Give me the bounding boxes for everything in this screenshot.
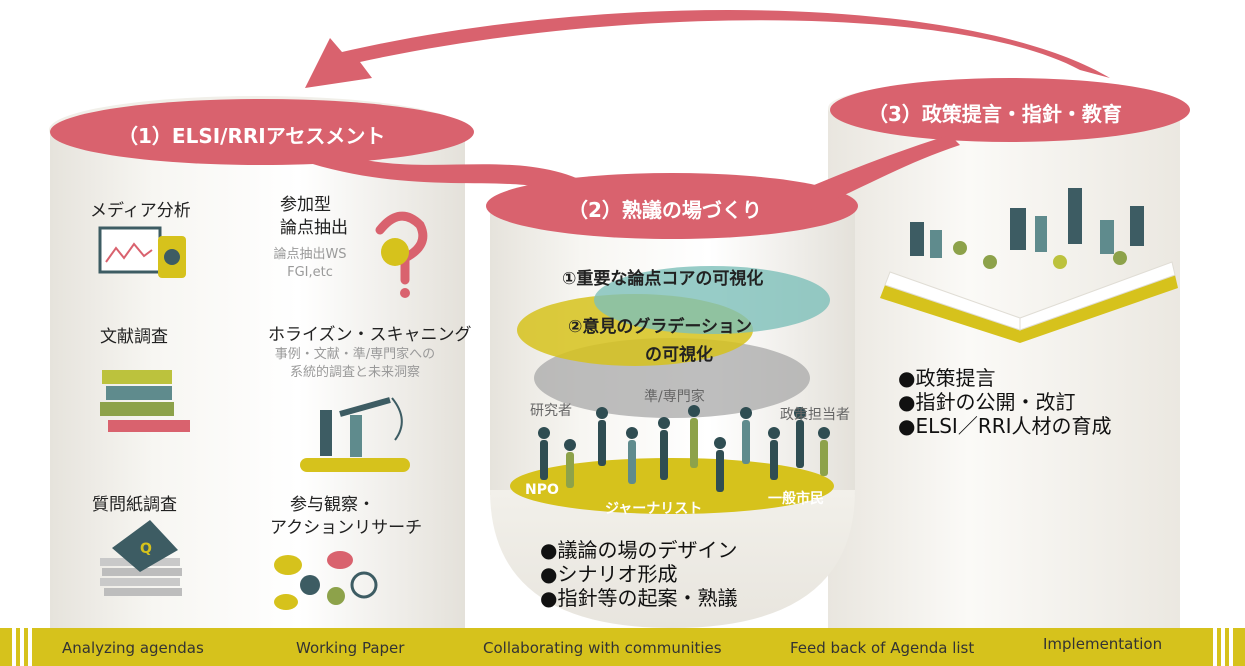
people-talk-icon	[274, 551, 378, 610]
footer-item-analyzing: Analyzing agendas	[62, 639, 204, 657]
telescope-icon	[300, 397, 410, 472]
participatory-label-1: 参加型	[280, 195, 331, 215]
footer-item-collaborating: Collaborating with communities	[483, 639, 722, 657]
role-journalist: ジャーナリスト	[605, 501, 703, 517]
role-citizen: 一般市民	[768, 491, 824, 507]
connector-band	[300, 150, 600, 195]
media-analysis-label: メディア分析	[90, 201, 191, 221]
role-semi-expert: 準/専門家	[644, 389, 705, 405]
footer-stripe	[12, 628, 16, 666]
section2-title: （2）熟議の場づくり	[568, 198, 762, 222]
section3-bullets: ●政策提言 ●指針の公開・改訂 ●ELSI／RRI人材の育成	[898, 366, 1112, 438]
connector-band-2	[790, 135, 960, 210]
bubble-teal	[594, 266, 830, 334]
footer-stripe	[28, 628, 32, 666]
footer-item-working-paper: Working Paper	[296, 639, 405, 657]
questionnaire-label: 質問紙調査	[92, 495, 177, 515]
books-icon	[100, 370, 190, 432]
footer-item-implementation: Implementation	[1043, 635, 1163, 653]
stage-disc	[510, 458, 834, 514]
section2-bullets: ●議論の場のデザイン ●シナリオ形成 ●指針等の起案・熟議	[540, 538, 738, 610]
ellipse-3	[830, 78, 1190, 142]
role-researcher: 研究者	[530, 403, 572, 419]
svg-text:Q: Q	[140, 541, 152, 557]
tablet-chart-icon	[98, 226, 186, 278]
role-policy: 政策担当者	[780, 407, 850, 423]
bubble2-text-2: の可視化	[645, 345, 713, 365]
footer-stripe	[1221, 628, 1225, 666]
ellipse-1	[50, 99, 474, 165]
horizon-scanning-label: ホライズン・スキャニング	[268, 325, 472, 345]
footer-bar	[0, 628, 1245, 666]
city-book-icon	[880, 188, 1178, 343]
action-research-label-1: 参与観察・	[290, 495, 375, 515]
footer-stripe	[1229, 628, 1233, 666]
section1-title: （1）ELSI/RRIアセスメント	[118, 124, 386, 148]
bubble1-text: ①重要な論点コアの可視化	[562, 269, 764, 289]
participatory-label-2: 論点抽出	[280, 218, 348, 238]
literature-survey-label: 文献調査	[100, 327, 168, 347]
footer-stripe	[20, 628, 24, 666]
action-research-label-2: アクションリサーチ	[270, 518, 423, 538]
section3-title: （3）政策提言・指針・教育	[868, 102, 1122, 126]
cycle-arrow	[305, 10, 1110, 88]
people-group	[538, 405, 830, 492]
footer-stripe	[1213, 628, 1217, 666]
questionnaire-icon: Q	[100, 520, 182, 596]
question-mark-icon	[375, 211, 428, 298]
bubble2-text-1: ②意見のグラデーション	[568, 317, 753, 337]
role-npo: NPO	[525, 482, 559, 498]
footer-item-feedback: Feed back of Agenda list	[790, 639, 975, 657]
horizon-scanning-sub: 事例・文献・準/専門家への系統的調査と未来洞察	[274, 347, 436, 380]
